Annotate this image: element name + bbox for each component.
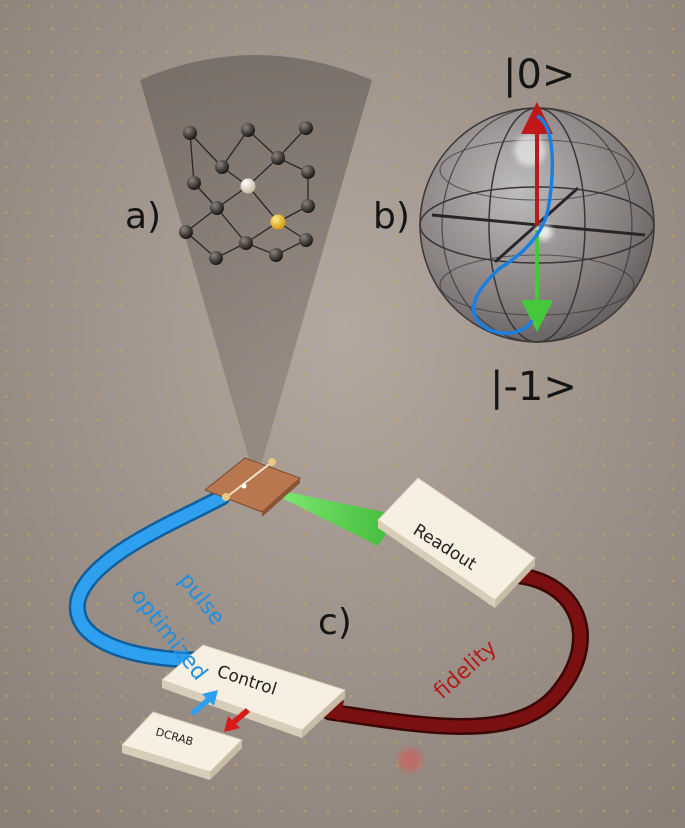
fidelity-tube — [324, 569, 587, 733]
laser-beam — [258, 486, 398, 546]
blue-small-arrow — [190, 690, 218, 716]
diamond-chip — [204, 457, 301, 517]
red-small-arrow — [224, 708, 250, 732]
bloch-sphere — [419, 102, 655, 343]
control-box: Control — [161, 644, 346, 738]
dcrab-box: DCRAB — [121, 711, 243, 780]
readout-box: Readout — [377, 477, 536, 608]
panel-c-label: c) — [318, 602, 352, 643]
ket-minus-one-label: |-1> — [490, 364, 577, 410]
optimized-trajectory — [471, 114, 555, 335]
panel-b-label: b) — [373, 196, 410, 237]
fidelity-arrowhead — [322, 700, 344, 722]
panel-a-label: a) — [125, 196, 161, 237]
ket-zero-label: |0> — [503, 52, 575, 98]
lattice-atoms — [179, 121, 315, 265]
red-glow — [398, 748, 422, 772]
magnification-cone — [140, 55, 372, 462]
nitrogen-atom — [270, 214, 286, 230]
vacancy-atom — [240, 178, 256, 194]
pulse-tube — [71, 491, 228, 666]
